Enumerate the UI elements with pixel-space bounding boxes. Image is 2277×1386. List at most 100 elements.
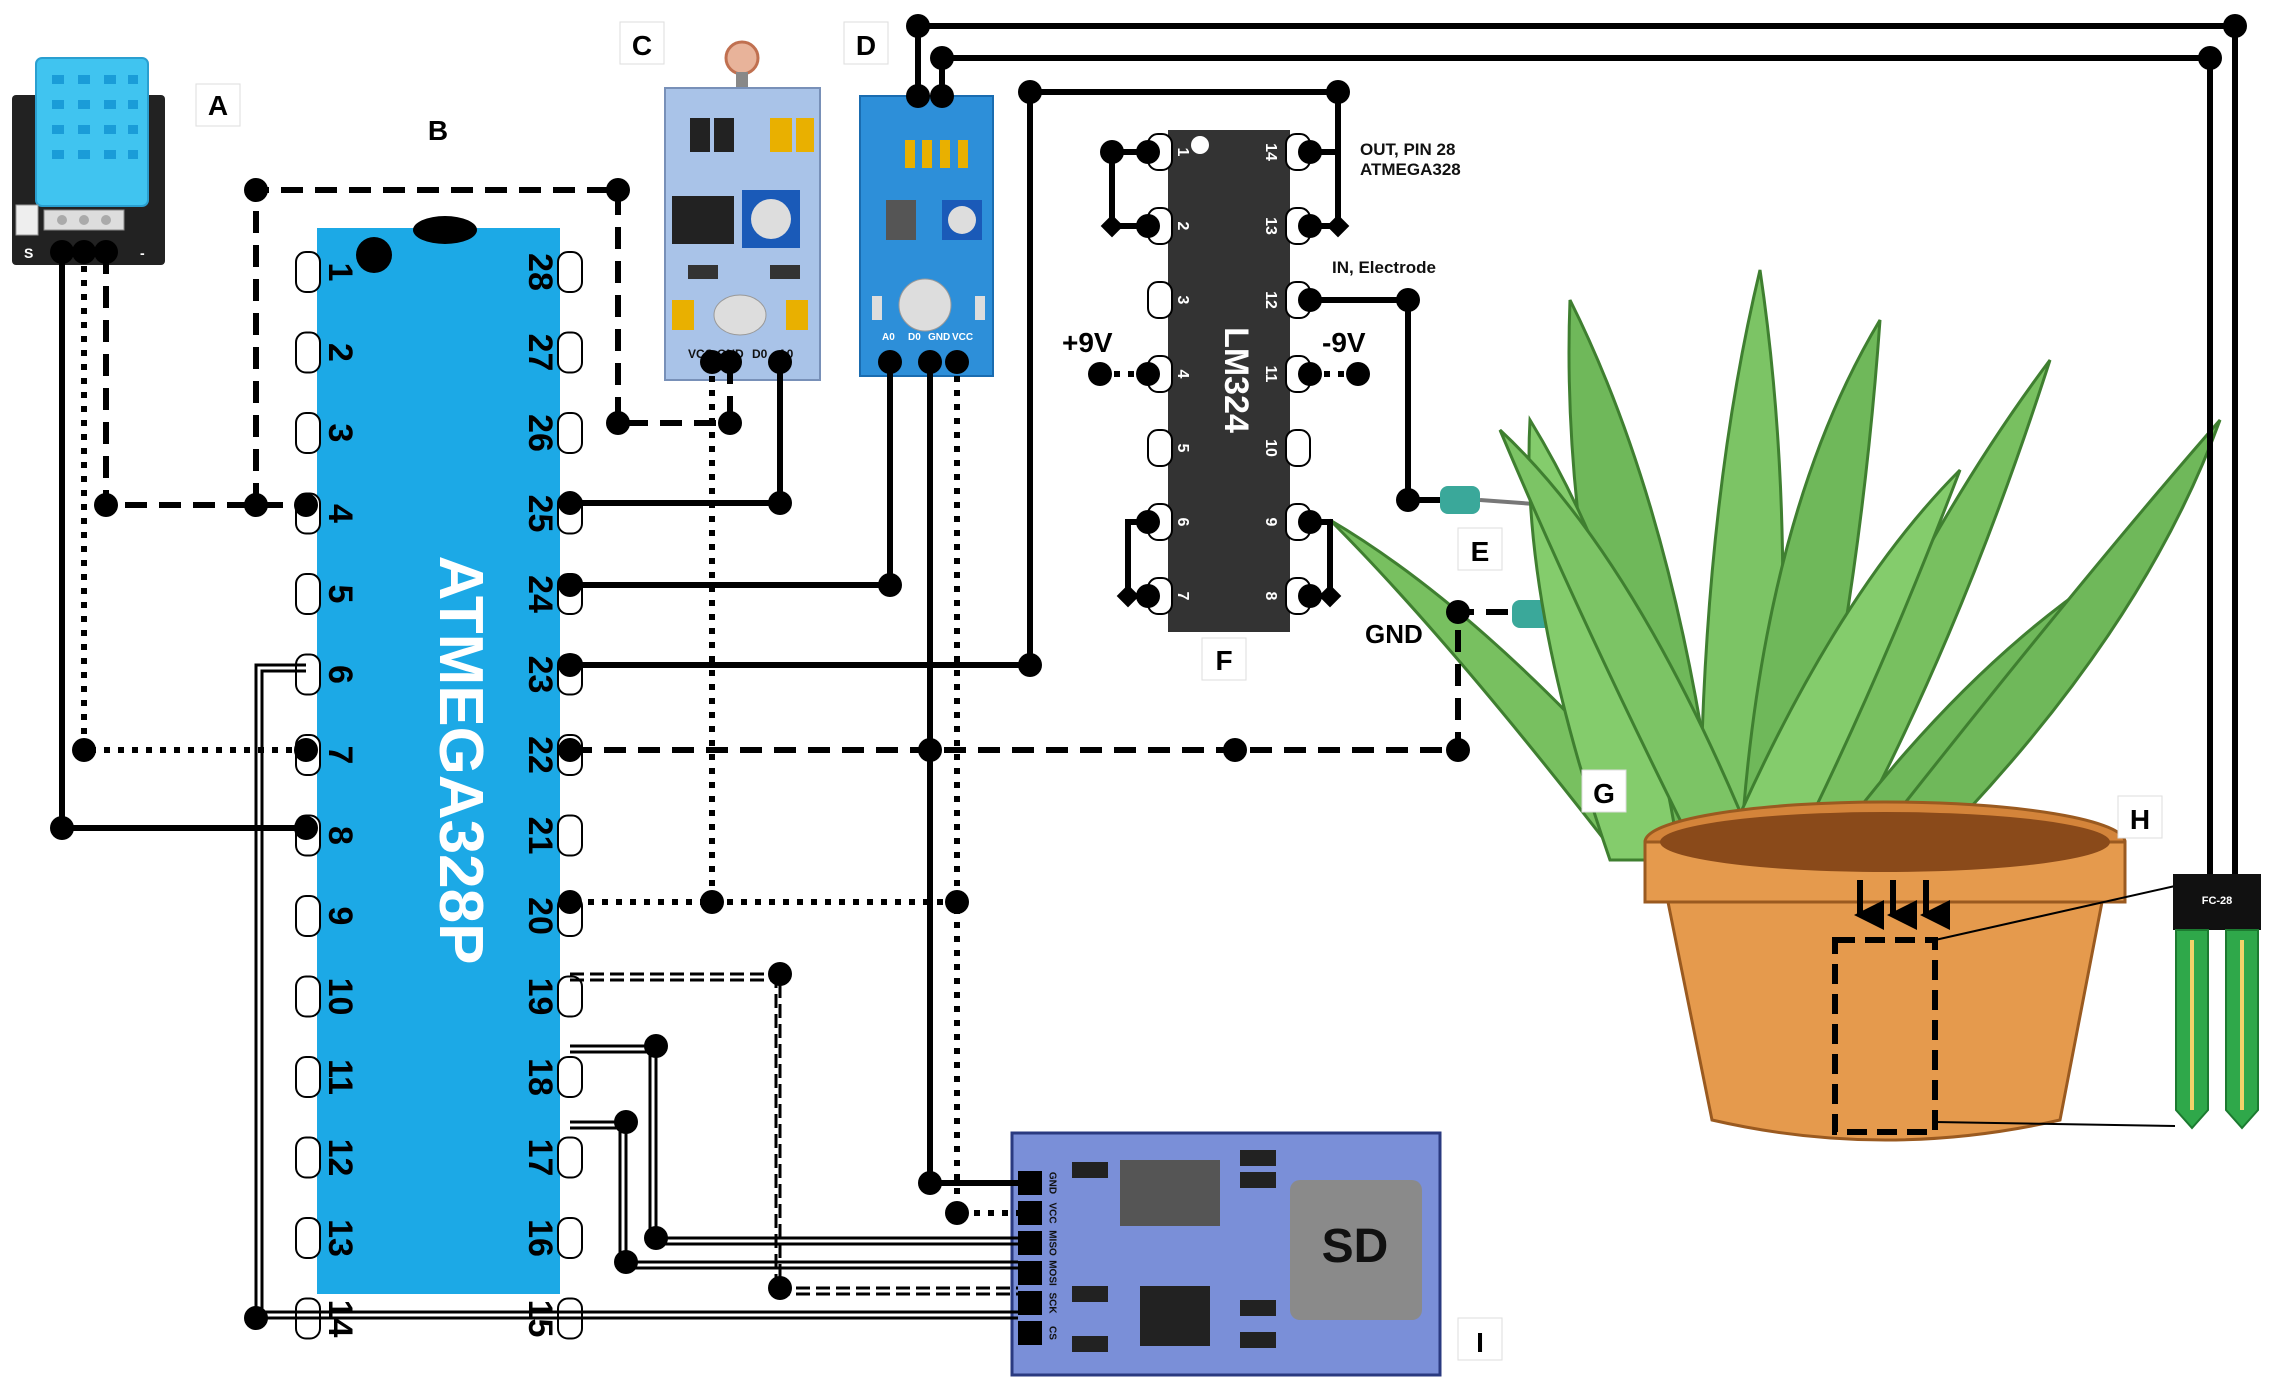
label-i: I — [1476, 1327, 1484, 1358]
atmega-right-pin-label: 20 — [521, 897, 559, 935]
sd-pin-label: VCC — [1046, 1202, 1057, 1223]
junction-dot — [294, 738, 318, 762]
wire — [254, 663, 1018, 1320]
atmega-right-pin-21 — [557, 814, 583, 857]
junction-dot — [558, 653, 582, 677]
junction-dot — [50, 816, 74, 840]
junction-dot — [1346, 362, 1370, 386]
wire — [59, 252, 306, 831]
sd-pin-miso — [1018, 1231, 1042, 1255]
junction-dot — [945, 350, 969, 374]
sound-pin-vcc: VCC — [952, 332, 973, 343]
dht-pin-minus: - — [140, 245, 145, 261]
atmega-left-pin-3 — [295, 412, 321, 454]
atmega-left-pin-13 — [295, 1217, 321, 1259]
lm324-chip: LM324 — [1168, 130, 1290, 632]
atmega-right-pin-label: 21 — [521, 817, 559, 855]
junction-diamond — [1326, 214, 1350, 238]
in-label: IN, Electrode — [1332, 258, 1436, 277]
wire — [253, 187, 730, 505]
atmega-left-pin-6 — [295, 653, 321, 696]
junction-dot — [945, 1201, 969, 1225]
sd-pin-label: CS — [1046, 1326, 1057, 1340]
label-c: C — [632, 30, 652, 61]
vminus-label: -9V — [1322, 327, 1366, 358]
atmega-right-pin-18 — [557, 1056, 583, 1098]
junction-dot — [1298, 214, 1322, 238]
wire — [915, 23, 2238, 874]
junction-dot — [606, 178, 630, 202]
wire — [570, 978, 1018, 1296]
atmega-left-pin-label: 13 — [321, 1219, 359, 1257]
atmega-left-pin-label: 11 — [321, 1059, 359, 1095]
dht-pin-s: S — [24, 245, 33, 261]
junction-dot — [906, 14, 930, 38]
label-g: G — [1593, 778, 1615, 809]
atmega-left-pin-10 — [295, 975, 321, 1018]
junction-dot — [1136, 584, 1160, 608]
wire — [1310, 297, 1440, 503]
junction-dot — [558, 738, 582, 762]
plant-pot — [1643, 800, 2127, 1142]
atmega-left-pin-label: 5 — [321, 585, 359, 604]
junction-diamond — [1318, 584, 1342, 608]
wire — [939, 55, 2213, 874]
junction-dot — [1298, 362, 1322, 386]
junction-dot — [878, 573, 902, 597]
junction-dot — [606, 411, 630, 435]
junction-dot — [1446, 738, 1470, 762]
soil-sensor-model: FC-28 — [2202, 895, 2233, 907]
junction-dot — [294, 493, 318, 517]
label-b: B — [428, 115, 448, 146]
lm324-right-pin-10 — [1285, 429, 1311, 467]
vplus-label: +9V — [1062, 327, 1113, 358]
junction-dot — [558, 573, 582, 597]
junction-dot — [644, 1226, 668, 1250]
junction-dot — [50, 240, 74, 264]
junction-dot — [1396, 288, 1420, 312]
atmega-right-pin-label: 19 — [521, 978, 559, 1016]
wire — [570, 1050, 1018, 1246]
atmega-left-pin-label: 8 — [321, 826, 359, 845]
junction-dot — [72, 738, 96, 762]
atmega-left-pin-label: 9 — [321, 907, 359, 926]
junction-dot — [644, 1034, 668, 1058]
junction-dot — [2223, 14, 2247, 38]
junction-dot — [1018, 80, 1042, 104]
junction-dot — [1223, 738, 1247, 762]
sd-card-module: SD — [1010, 1131, 1442, 1377]
wire — [570, 362, 715, 905]
wire — [260, 669, 1018, 1314]
label-e: E — [1471, 536, 1490, 567]
ldr-pin-d0: D0 — [752, 347, 768, 361]
lm324-left-pin-label: 4 — [1174, 370, 1191, 379]
sd-pin-mosi — [1018, 1261, 1042, 1285]
soil-zone — [1832, 880, 2176, 1135]
atmega-right-pin-label: 26 — [521, 414, 559, 452]
junction-dot — [244, 1306, 268, 1330]
junction-dot — [94, 493, 118, 517]
dht-sensor-module: S - — [12, 57, 165, 265]
junction-dot — [768, 350, 792, 374]
junction-dot — [1136, 510, 1160, 534]
label-f: F — [1215, 645, 1232, 676]
junction-dot — [930, 84, 954, 108]
junction-dot — [1136, 140, 1160, 164]
lm324-left-pin-5 — [1147, 429, 1173, 467]
sound-pin-gnd: GND — [928, 332, 950, 343]
soil-moisture-sensor: FC-28 — [2173, 874, 2261, 1130]
lm324-name: LM324 — [1217, 327, 1255, 433]
atmega-right-pin-label: 28 — [521, 253, 559, 291]
atmega-right-pin-label: 16 — [521, 1219, 559, 1257]
atmega-left-pin-5 — [295, 573, 321, 615]
wire — [570, 1126, 1018, 1270]
junction-dot — [1446, 600, 1470, 624]
wire — [570, 1044, 1018, 1240]
junction-dot — [614, 1110, 638, 1134]
lm324-right-pin-label: 13 — [1262, 217, 1279, 235]
sd-pin-gnd — [1018, 1171, 1042, 1195]
sound-pin-d0: D0 — [908, 332, 921, 343]
junction-dot — [718, 350, 742, 374]
